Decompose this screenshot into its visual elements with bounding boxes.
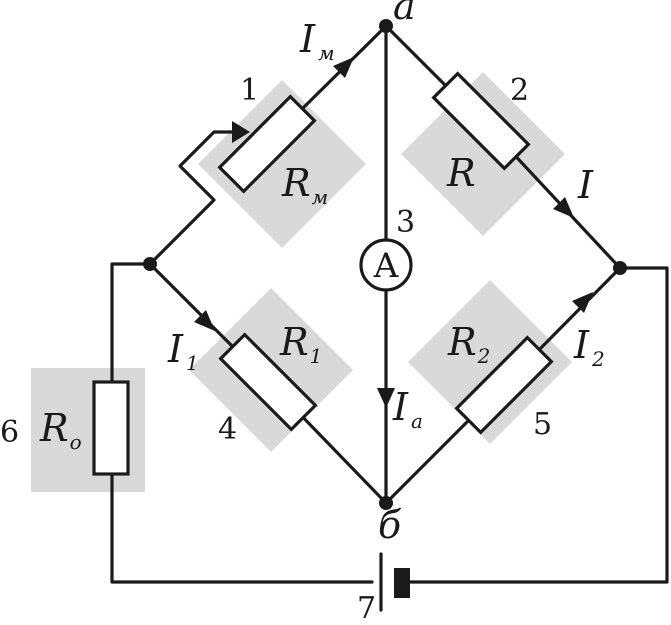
node-label-a: a xyxy=(393,0,416,28)
arrow-i1-icon xyxy=(194,310,215,331)
arrow-ia-icon xyxy=(377,388,395,408)
pad-r2 xyxy=(408,280,572,444)
resistor-labels: Rм R R1 R2 Rо xyxy=(39,151,490,454)
resistor-pads xyxy=(31,72,572,492)
label-rm: Rм xyxy=(281,161,328,209)
node-b xyxy=(379,496,393,510)
resistor-r2 xyxy=(454,335,554,435)
number-r2: 5 xyxy=(533,407,552,442)
wire-battery-to-right xyxy=(408,266,669,584)
current-arrows xyxy=(194,57,593,408)
wire-left-to-r1 xyxy=(148,262,245,359)
number-r1: 4 xyxy=(218,412,237,447)
number-ammeter: 3 xyxy=(396,205,415,240)
battery xyxy=(379,552,410,612)
nodes xyxy=(143,19,627,510)
wire-b-to-r2 xyxy=(384,409,480,505)
resistor-r xyxy=(431,71,531,171)
wire-ro-to-battery xyxy=(110,472,374,584)
number-battery: 7 xyxy=(357,591,376,625)
label-r2: R2 xyxy=(447,320,490,368)
wire-r2-to-right xyxy=(528,266,622,361)
node-right xyxy=(613,261,627,275)
component-numbers: 1 2 3 4 5 6 7 xyxy=(0,73,552,625)
label-r: R xyxy=(446,151,476,195)
label-ro: Rо xyxy=(39,406,82,454)
wire-r1-to-b xyxy=(291,405,388,505)
resistor-rm xyxy=(217,94,317,194)
ammeter-letter: A xyxy=(373,246,399,286)
wire-a-to-r xyxy=(384,24,457,97)
pad-r xyxy=(401,72,565,236)
wire-left-to-ro xyxy=(110,262,152,384)
resistor-r1 xyxy=(218,332,318,432)
pad-rm xyxy=(198,80,366,248)
label-r1: R1 xyxy=(279,320,322,368)
arrow-im-icon xyxy=(333,57,354,78)
resistors xyxy=(92,71,554,476)
label-i: I xyxy=(577,163,594,207)
number-rm: 1 xyxy=(240,73,259,108)
node-a xyxy=(379,19,393,33)
battery-short-plate xyxy=(394,568,410,598)
number-ro: 6 xyxy=(0,415,19,450)
arrow-i2-icon xyxy=(572,292,593,313)
resistor-ro xyxy=(92,380,130,476)
ammeter-circle xyxy=(359,238,413,292)
ammeter: A xyxy=(359,238,413,292)
rheostat-slider-arrow-icon xyxy=(232,121,250,143)
node-label-b: б xyxy=(378,503,402,547)
arrow-i-icon xyxy=(553,197,574,218)
wire-left-to-rm xyxy=(148,130,245,266)
node-left xyxy=(143,257,157,271)
number-r: 2 xyxy=(510,73,529,108)
